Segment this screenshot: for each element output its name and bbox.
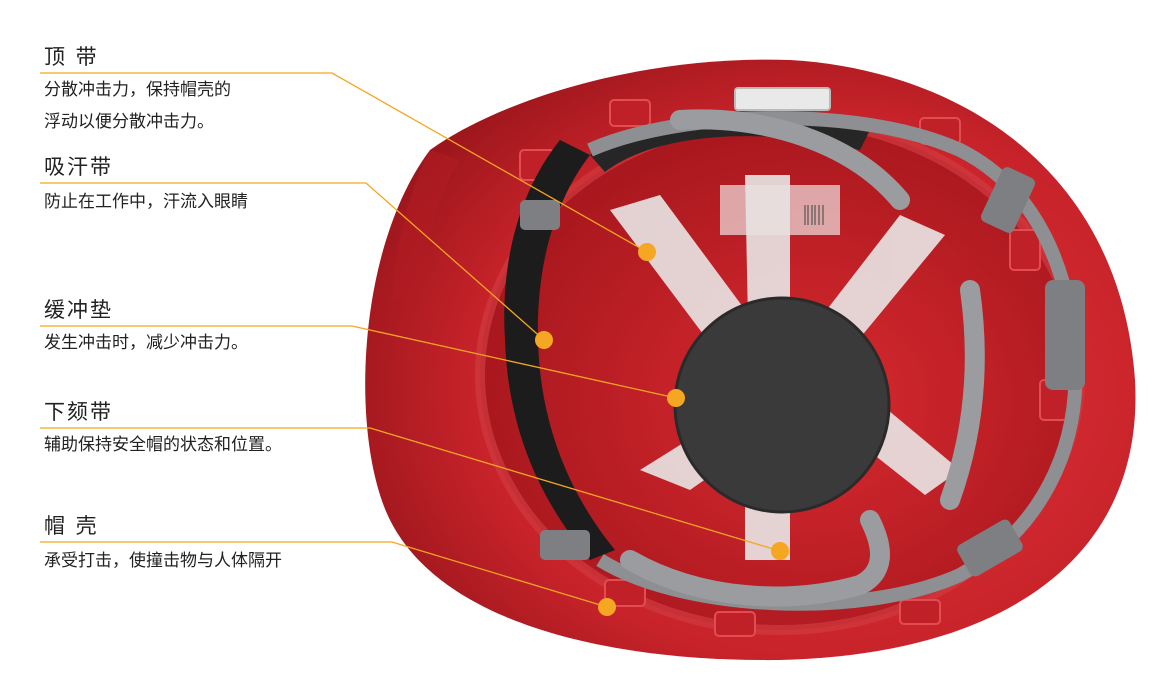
callout-desc: 浮动以便分散冲击力。 — [44, 112, 214, 132]
callout-line-chin-strap — [40, 427, 781, 552]
callout-dot-shell — [598, 598, 616, 616]
callout-line-shell — [40, 541, 608, 608]
callout-desc: 承受打击，使撞击物与人体隔开 — [44, 551, 282, 571]
callout-desc: 辅助保持安全帽的状态和位置。 — [44, 435, 282, 455]
callout-title: 顶 带 — [44, 45, 99, 69]
callout-line-sweatband — [40, 182, 545, 341]
callout-title: 帽 壳 — [44, 514, 99, 538]
callout-dot-crown-strap — [638, 243, 656, 261]
callout-crown-strap: 顶 带 分散冲击力，保持帽壳的 浮动以便分散冲击力。 — [44, 44, 231, 136]
callout-title: 下颏带 — [44, 400, 113, 424]
callout-cushion: 缓冲垫 发生冲击时，减少冲击力。 — [44, 297, 248, 357]
callout-dot-cushion — [667, 389, 685, 407]
callout-dot-chin-strap — [771, 542, 789, 560]
callout-sweatband: 吸汗带 防止在工作中，汗流入眼睛 — [44, 154, 248, 216]
callout-desc: 分散冲击力，保持帽壳的 — [44, 80, 231, 100]
callout-desc: 发生冲击时，减少冲击力。 — [44, 333, 248, 353]
callout-shell: 帽 壳 承受打击，使撞击物与人体隔开 — [44, 513, 282, 575]
callout-desc: 防止在工作中，汗流入眼睛 — [44, 192, 248, 212]
callout-dot-sweatband — [535, 331, 553, 349]
callout-dots — [535, 243, 789, 616]
callout-title: 吸汗带 — [44, 155, 113, 179]
callout-chin-strap: 下颏带 辅助保持安全帽的状态和位置。 — [44, 399, 282, 459]
callout-line-cushion — [40, 325, 677, 399]
cushion-pad — [675, 298, 889, 512]
chin-strap — [620, 109, 985, 607]
callout-title: 缓冲垫 — [44, 298, 113, 322]
callout-lines — [40, 72, 781, 608]
callout-line-crown-strap — [40, 72, 648, 253]
sweatband — [504, 140, 615, 560]
